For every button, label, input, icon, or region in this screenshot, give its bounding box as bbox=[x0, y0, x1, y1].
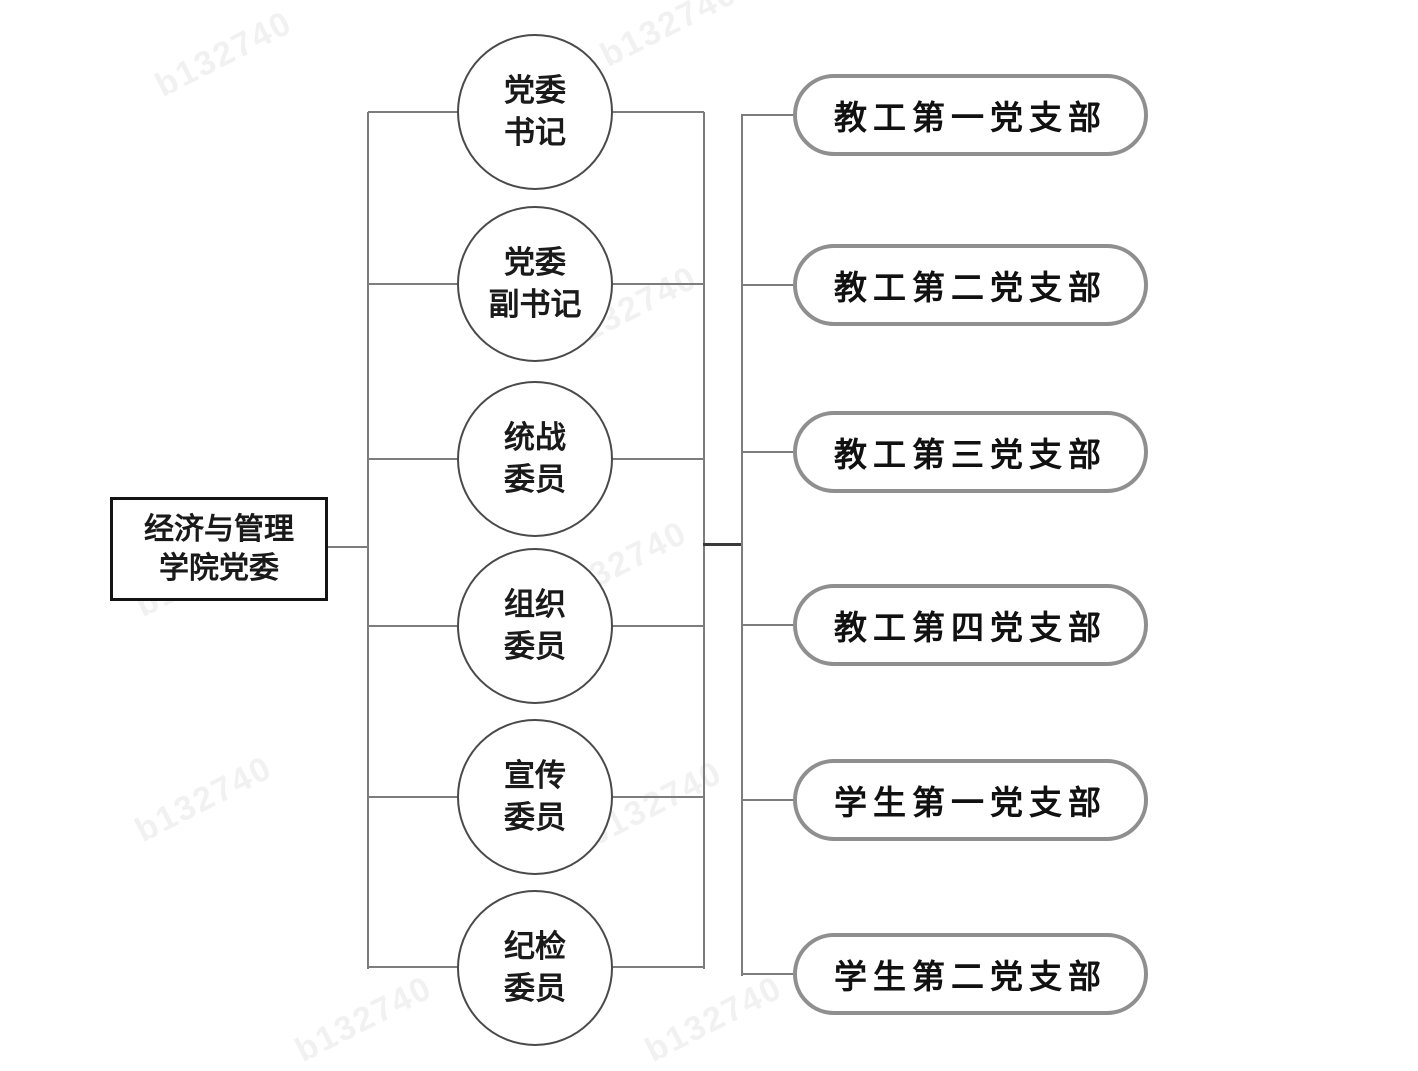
role-label-line2: 副书记 bbox=[488, 287, 582, 322]
connector-line bbox=[368, 111, 458, 113]
node-branch-faculty-3: 教工第三党支部 bbox=[793, 411, 1148, 493]
watermark: b132740 bbox=[594, 0, 744, 75]
role-label-line2: 委员 bbox=[504, 800, 566, 835]
node-role-united-front: 统战 委员 bbox=[457, 381, 613, 537]
connector-line bbox=[368, 283, 458, 285]
node-root: 经济与管理 学院党委 bbox=[110, 497, 328, 601]
connector-line bbox=[743, 114, 793, 116]
branch-label: 教工第三党支部 bbox=[834, 436, 1107, 473]
node-role-organization: 组织 委员 bbox=[457, 548, 613, 704]
connector-line bbox=[611, 111, 704, 113]
connector-line bbox=[611, 796, 704, 798]
connector-line bbox=[743, 284, 793, 286]
connector-line bbox=[611, 625, 704, 627]
role-label-line1: 党委 bbox=[504, 245, 566, 281]
role-label-line1: 统战 bbox=[504, 420, 566, 456]
connector-line bbox=[368, 458, 458, 460]
spine-bridge bbox=[703, 543, 743, 546]
connector-line bbox=[611, 283, 704, 285]
role-label-line2: 委员 bbox=[504, 629, 566, 664]
role-label-line2: 书记 bbox=[504, 115, 566, 150]
connector-line bbox=[368, 625, 458, 627]
role-label-line1: 宣传 bbox=[504, 758, 566, 794]
connector-line bbox=[611, 966, 704, 968]
node-role-secretary: 党委 书记 bbox=[457, 34, 613, 190]
connector-line bbox=[743, 451, 793, 453]
connector-line bbox=[368, 966, 458, 968]
node-branch-faculty-4: 教工第四党支部 bbox=[793, 584, 1148, 666]
connector-line bbox=[743, 799, 793, 801]
role-label-line1: 组织 bbox=[504, 587, 566, 623]
role-label-line2: 委员 bbox=[504, 462, 566, 497]
watermark: b132740 bbox=[639, 968, 789, 1070]
connector-line bbox=[743, 973, 793, 975]
right-spine bbox=[741, 114, 743, 976]
middle-spine bbox=[703, 112, 705, 969]
watermark: b132740 bbox=[149, 3, 299, 105]
role-label-line1: 党委 bbox=[504, 73, 566, 109]
root-label-line1: 经济与管理 bbox=[144, 513, 294, 546]
watermark: b132740 bbox=[129, 748, 279, 850]
branch-label: 学生第一党支部 bbox=[834, 784, 1107, 821]
node-branch-faculty-2: 教工第二党支部 bbox=[793, 244, 1148, 326]
root-label-line2: 学院党委 bbox=[159, 552, 279, 585]
connector-line bbox=[368, 796, 458, 798]
branch-label: 学生第二党支部 bbox=[834, 958, 1107, 995]
role-label-line2: 委员 bbox=[504, 971, 566, 1006]
node-branch-student-2: 学生第二党支部 bbox=[793, 933, 1148, 1015]
connector-root-to-spine bbox=[324, 546, 368, 548]
node-branch-student-1: 学生第一党支部 bbox=[793, 759, 1148, 841]
node-role-discipline: 纪检 委员 bbox=[457, 890, 613, 1046]
connector-line bbox=[611, 458, 704, 460]
branch-label: 教工第四党支部 bbox=[834, 609, 1107, 646]
node-role-propaganda: 宣传 委员 bbox=[457, 719, 613, 875]
left-spine bbox=[367, 112, 369, 969]
role-label-line1: 纪检 bbox=[504, 929, 566, 965]
node-branch-faculty-1: 教工第一党支部 bbox=[793, 74, 1148, 156]
watermark: b132740 bbox=[289, 968, 439, 1070]
connector-line bbox=[743, 624, 793, 626]
branch-label: 教工第一党支部 bbox=[834, 99, 1107, 136]
node-role-deputy-secretary: 党委 副书记 bbox=[457, 206, 613, 362]
branch-label: 教工第二党支部 bbox=[834, 269, 1107, 306]
